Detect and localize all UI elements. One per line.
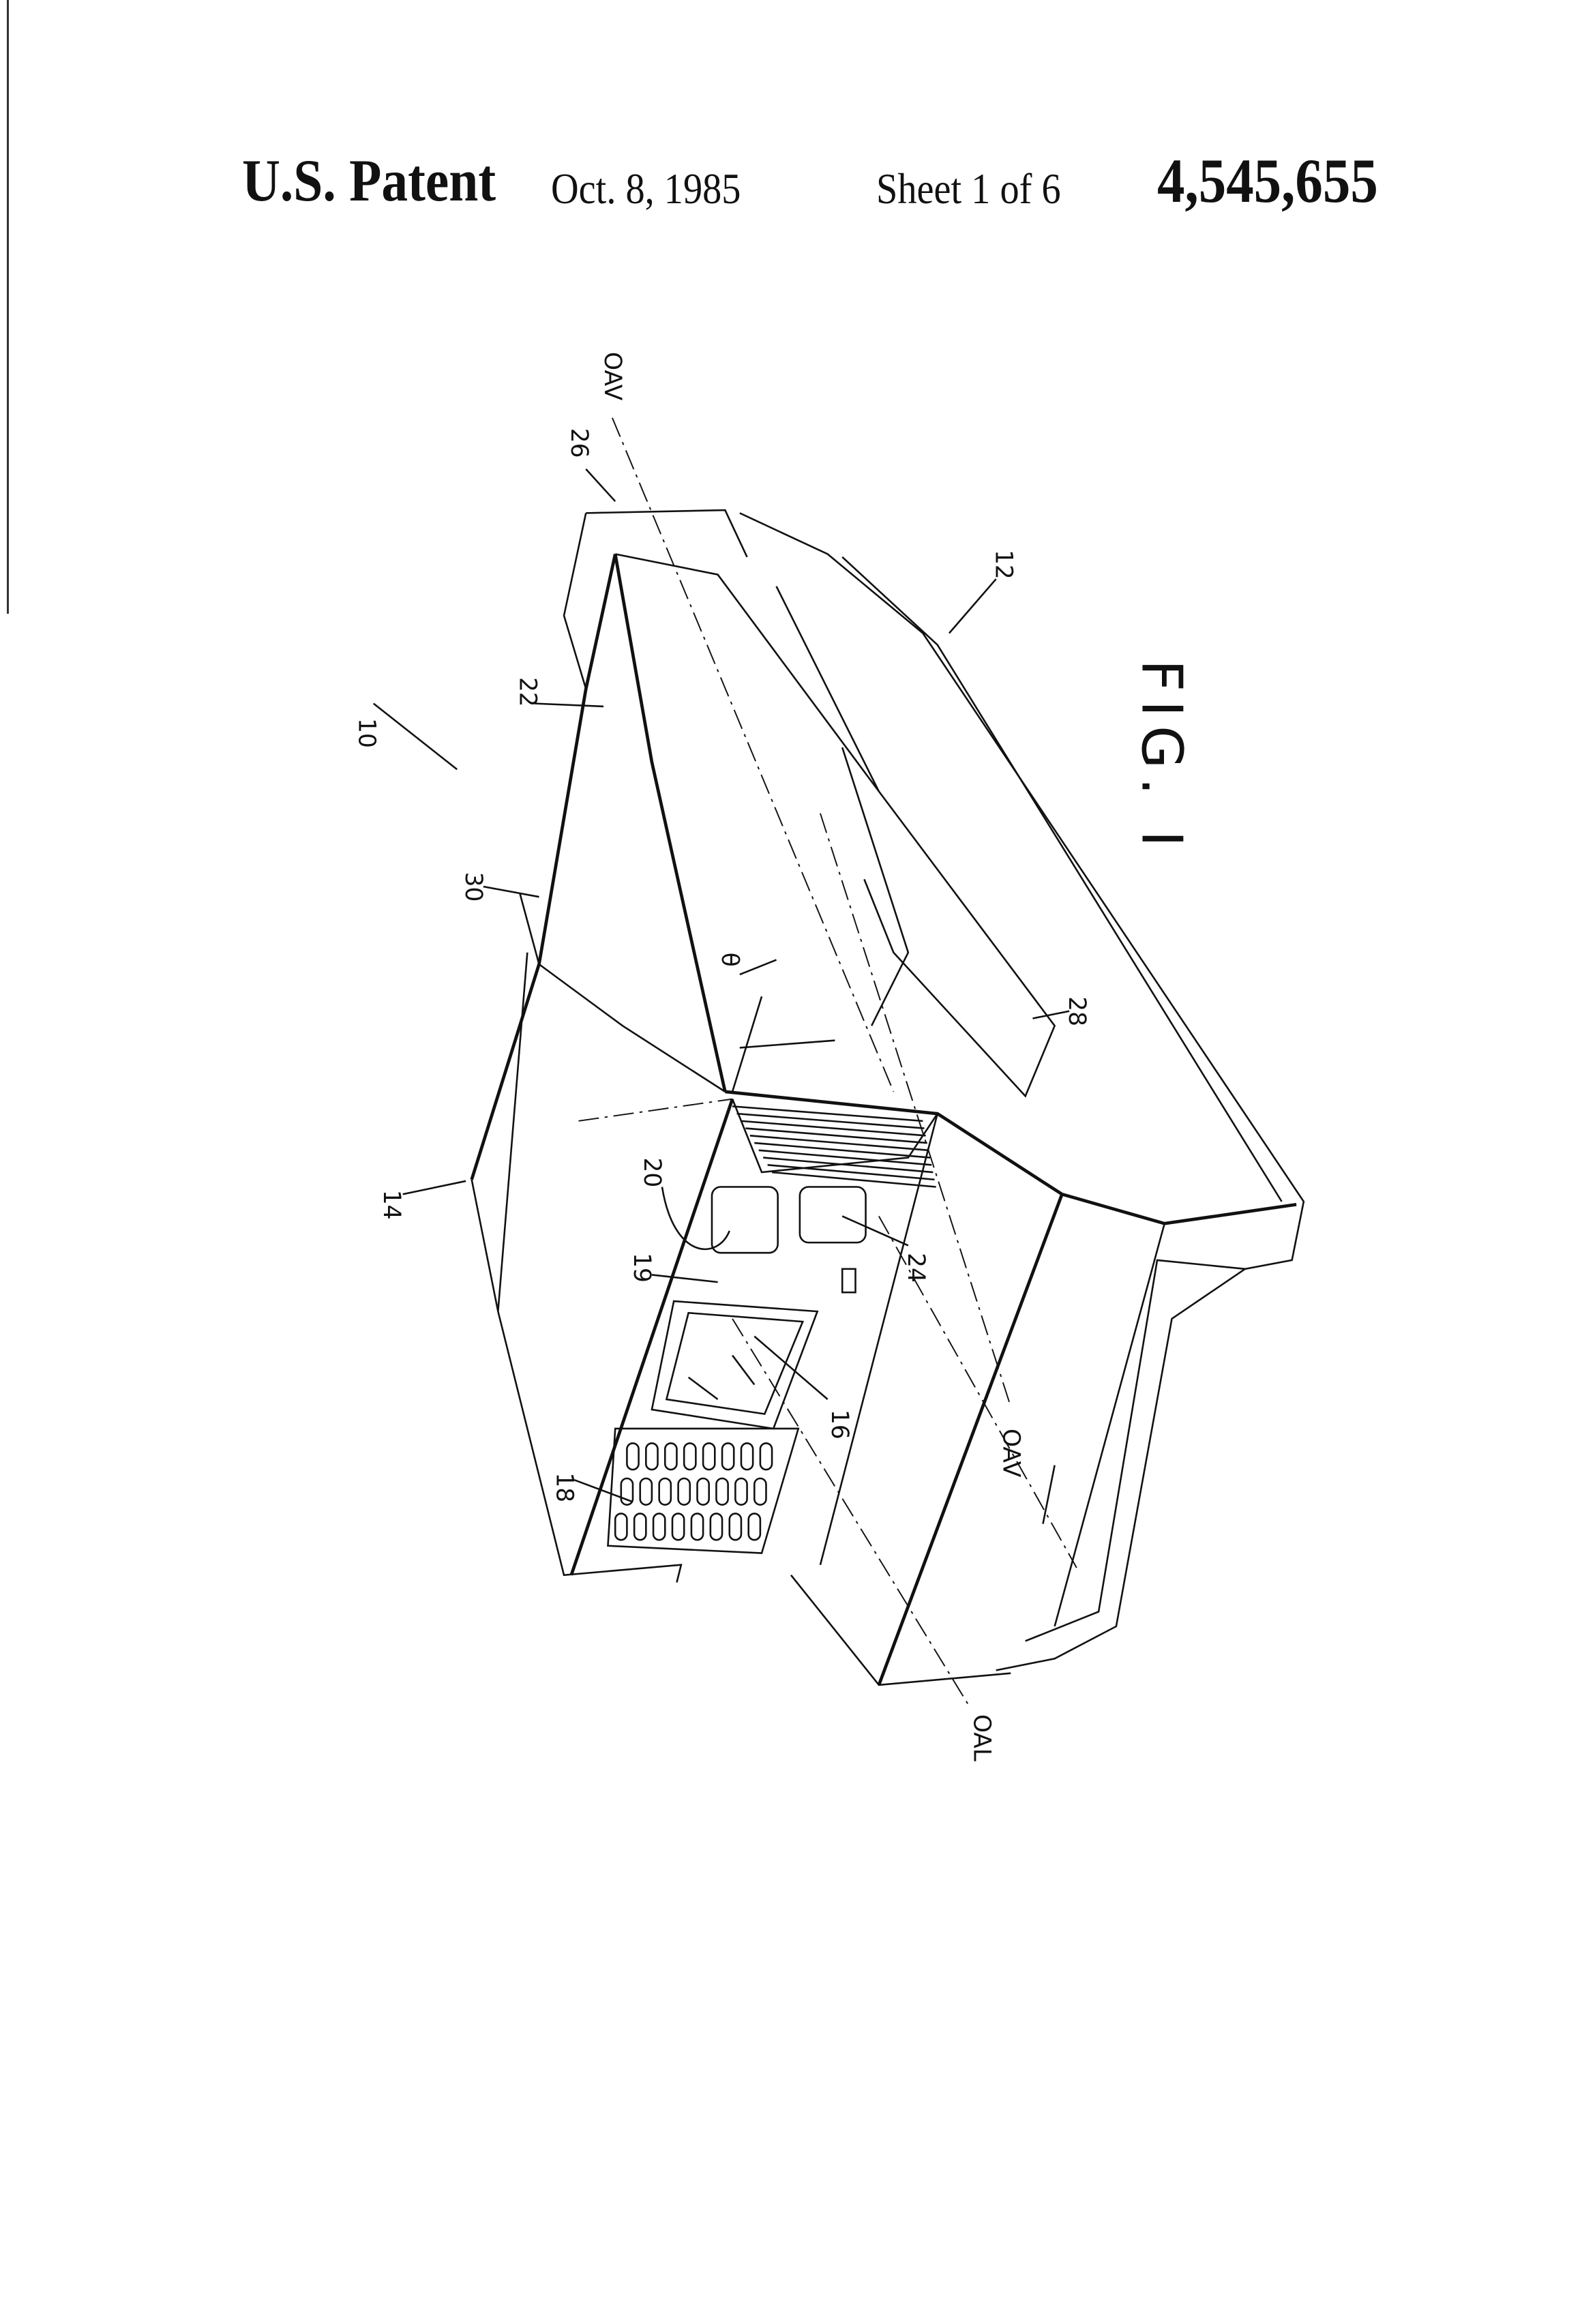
grille-slot bbox=[728, 1513, 743, 1541]
vent-line bbox=[763, 1157, 934, 1174]
label-20: 20 bbox=[638, 1158, 666, 1188]
figure-caption: FIG. I bbox=[1129, 659, 1194, 856]
vent-line bbox=[741, 1120, 926, 1137]
grille-slot bbox=[721, 1442, 735, 1471]
grille-18 bbox=[607, 1427, 800, 1554]
label-28: 28 bbox=[1063, 996, 1090, 1026]
grille-slot bbox=[626, 1442, 640, 1471]
grille-slot bbox=[683, 1442, 697, 1471]
optical-axes bbox=[578, 417, 1077, 1708]
grille-slot bbox=[747, 1513, 762, 1541]
patent-date: Oct. 8, 1985 bbox=[551, 164, 741, 213]
label-12: 12 bbox=[990, 550, 1017, 580]
leader-lines bbox=[372, 468, 1070, 1524]
grille-slot bbox=[759, 1442, 773, 1471]
vent-line bbox=[732, 1105, 923, 1122]
lens-window-16 bbox=[651, 1300, 819, 1430]
label-oav-bottom: OAV bbox=[997, 1429, 1024, 1478]
label-30: 30 bbox=[460, 872, 487, 902]
grille-slot bbox=[753, 1477, 767, 1506]
patent-number: 4,545,655 bbox=[1157, 146, 1378, 215]
grille-slot bbox=[633, 1513, 647, 1541]
label-18: 18 bbox=[550, 1472, 578, 1502]
grille-slot bbox=[696, 1477, 710, 1506]
label-24: 24 bbox=[902, 1253, 929, 1283]
grille-slot bbox=[740, 1442, 754, 1471]
grille-slot bbox=[734, 1477, 748, 1506]
grille-slot bbox=[652, 1513, 666, 1541]
label-oav-top: OAV bbox=[599, 352, 626, 401]
vent-line bbox=[771, 1171, 936, 1188]
grille-slot bbox=[702, 1442, 716, 1471]
vent-line bbox=[736, 1112, 925, 1129]
label-oal: OAL bbox=[968, 1714, 996, 1761]
grille-slot bbox=[639, 1477, 653, 1506]
grille-slot bbox=[614, 1513, 628, 1541]
vent-line bbox=[745, 1127, 927, 1144]
vent-line bbox=[767, 1164, 935, 1181]
label-theta: θ bbox=[716, 953, 743, 967]
grille-slot bbox=[677, 1477, 691, 1506]
grille-slot bbox=[709, 1513, 723, 1541]
device-outline bbox=[470, 509, 1305, 1686]
grille-slot bbox=[645, 1442, 659, 1471]
label-22: 22 bbox=[514, 677, 541, 707]
label-10: 10 bbox=[353, 718, 380, 748]
label-19: 19 bbox=[628, 1253, 655, 1283]
grille-slot bbox=[690, 1513, 704, 1541]
sheet-number: Sheet 1 of 6 bbox=[876, 164, 1061, 213]
grille-slot bbox=[620, 1477, 634, 1506]
reference-labels: 10 12 14 16 18 19 20 22 24 26 28 30 θ OA… bbox=[353, 352, 1193, 1761]
grille-slot bbox=[658, 1477, 672, 1506]
vent-line bbox=[754, 1142, 931, 1159]
control-window-20 bbox=[711, 1099, 938, 1294]
vent-line bbox=[749, 1135, 929, 1152]
grille-slot bbox=[671, 1513, 685, 1541]
label-26: 26 bbox=[565, 428, 593, 458]
vent-line bbox=[758, 1149, 932, 1166]
grille-slot bbox=[715, 1477, 729, 1506]
label-16: 16 bbox=[826, 1410, 853, 1440]
patent-title: U.S. Patent bbox=[242, 148, 496, 214]
label-14: 14 bbox=[378, 1190, 405, 1220]
margin-line bbox=[7, 0, 9, 614]
grille-slot bbox=[663, 1442, 678, 1471]
